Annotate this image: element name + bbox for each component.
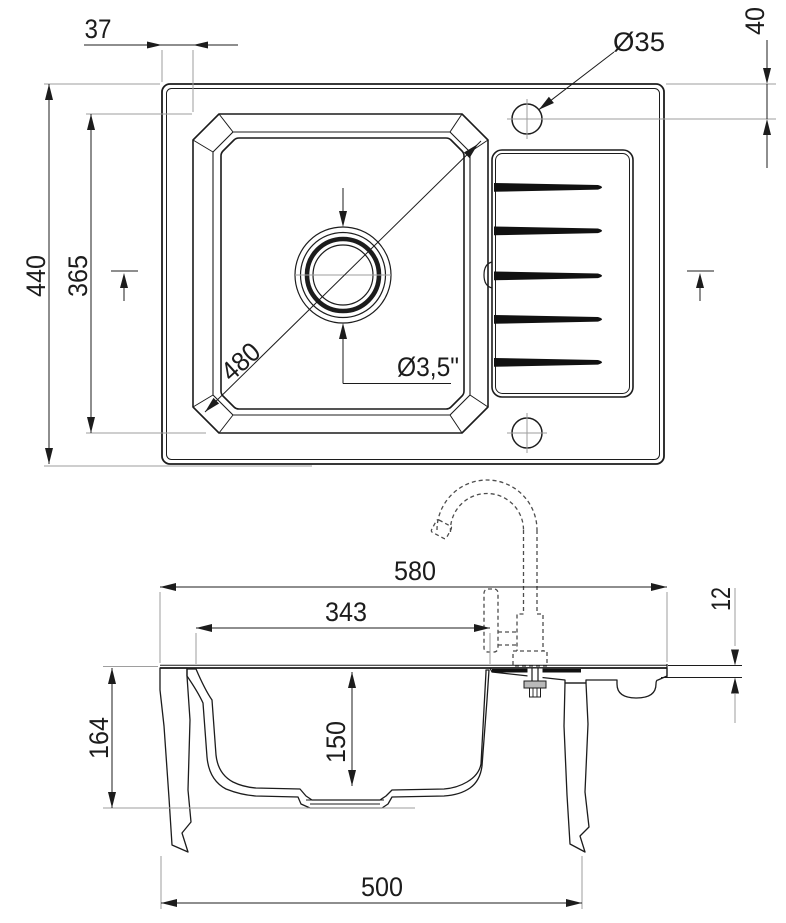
dim-bowl-outer-depth: 365: [63, 113, 206, 434]
dim-bowl-inner-width-label: 343: [325, 597, 367, 627]
dim-rim-thickness-label: 12: [706, 587, 736, 611]
dim-edge-offset-label: 37: [85, 14, 112, 44]
faucet-handle: [483, 588, 499, 653]
clip-marker-left: [111, 270, 138, 301]
dim-bowl-depth: 150: [321, 672, 356, 786]
dim-bowl-diagonal-label: 480: [215, 337, 266, 387]
dim-rim-thickness: 12: [661, 587, 742, 723]
faucet-phantom: [430, 479, 548, 667]
section-right-rim: [489, 667, 668, 699]
sink-outline-outer: [161, 83, 665, 465]
dim-bowl-outer-depth-label: 365: [63, 255, 93, 297]
faucet-stud: [523, 668, 547, 698]
top-view: 480 Ø35 Ø3,5" 37: [21, 7, 776, 467]
callout-drain-diameter: Ø3,5": [339, 188, 459, 384]
section-bowl-shell: [186, 668, 490, 809]
dim-bowl-depth-label: 150: [321, 721, 351, 763]
dim-overall-depth: 440: [21, 83, 312, 467]
callout-drain-label: Ø3,5": [397, 352, 459, 382]
dim-overall-width: 580: [159, 556, 668, 663]
dim-total-height: 164: [84, 666, 415, 809]
bowl-outline-outer: [192, 113, 489, 434]
dim-base-width-label: 500: [361, 872, 403, 902]
clip-marker-right: [687, 270, 714, 301]
dim-bowl-inner-width: 343: [195, 597, 491, 664]
section-right-skirt: [563, 682, 590, 853]
callout-tap-hole-diameter: Ø35: [538, 27, 665, 111]
bowl-corner-chamfer-edges: [192, 113, 489, 434]
drainboard-outline-outer: [491, 149, 634, 398]
section-view: 580 343 12 164: [84, 479, 742, 909]
callout-tap-hole-label: Ø35: [613, 27, 665, 57]
drainboard-edge-notch: [483, 261, 493, 289]
dim-overall-depth-label: 440: [21, 255, 51, 297]
section-surface-lines: [160, 664, 668, 677]
section-drain-plate: [306, 799, 384, 805]
dim-tap-hole-offset: 40: [546, 7, 776, 168]
tap-hole-top: [507, 99, 547, 139]
tap-hole-bottom: [507, 413, 547, 453]
faucet-base: [512, 650, 548, 667]
bowl-outline-inner: [220, 137, 465, 410]
sink-outline-inner: [166, 88, 660, 460]
dim-tap-hole-offset-label: 40: [740, 7, 770, 35]
dim-edge-offset: 37: [84, 14, 238, 112]
dim-overall-width-label: 580: [394, 556, 436, 586]
dim-base-width: 500: [160, 856, 583, 909]
drainboard-ribs: [494, 183, 602, 367]
section-left-skirt: [159, 667, 192, 853]
drain-circles: [294, 226, 392, 324]
dim-total-height-label: 164: [84, 717, 114, 759]
